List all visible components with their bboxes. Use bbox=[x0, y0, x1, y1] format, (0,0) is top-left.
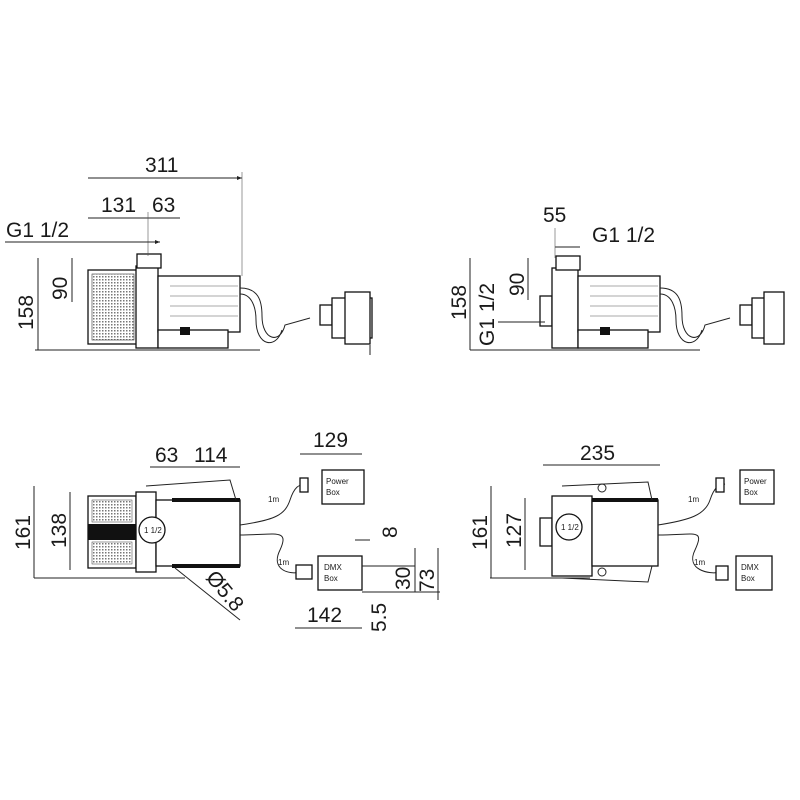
port-label: 1 1/2 bbox=[561, 523, 579, 532]
dim-158: 158 bbox=[15, 295, 38, 330]
cable-dmx bbox=[657, 533, 721, 574]
power-box: Power Box bbox=[299, 469, 365, 505]
dim-90: 90 bbox=[506, 273, 529, 296]
power-box-label: Box bbox=[326, 488, 340, 497]
side-view-right: 55 G1 1/2 158 G1 1/2 90 bbox=[448, 204, 785, 351]
cable-power bbox=[657, 483, 726, 526]
dim-30: 30 bbox=[392, 567, 415, 590]
cable-2-label: 1m bbox=[694, 558, 705, 567]
pump-body: 1 1/2 bbox=[34, 479, 241, 579]
pump-body bbox=[35, 253, 260, 351]
cable-1-label: 1m bbox=[268, 495, 279, 504]
connector-box bbox=[319, 291, 373, 355]
cable bbox=[659, 287, 731, 338]
dmx-box-label: Box bbox=[324, 574, 338, 583]
dim-127: 127 bbox=[503, 513, 526, 548]
dim-311: 311 bbox=[145, 154, 178, 177]
top-view-left: 1 1/2 1m 1m Power Box DMX Box 63 114 129… bbox=[12, 429, 440, 632]
cable bbox=[239, 287, 311, 338]
dim-158: 158 bbox=[448, 285, 471, 320]
dim-73: 73 bbox=[416, 569, 439, 592]
dim-hole: Ø5.8 bbox=[201, 566, 248, 616]
cable bbox=[239, 293, 283, 344]
dim-8: 8 bbox=[379, 526, 402, 538]
pump-body bbox=[470, 255, 700, 351]
dim-161: 161 bbox=[12, 515, 35, 550]
dim-142: 142 bbox=[307, 604, 342, 627]
dim-138: 138 bbox=[48, 513, 71, 548]
power-box-label: Power bbox=[326, 477, 349, 486]
dim-55: 55 bbox=[543, 204, 566, 227]
power-box-label: Power bbox=[744, 477, 767, 486]
dim-90: 90 bbox=[49, 277, 72, 300]
power-box-label: Box bbox=[744, 488, 758, 497]
cable-dmx bbox=[239, 533, 301, 574]
dmx-box-label: DMX bbox=[324, 563, 342, 572]
dim-5-5: 5.5 bbox=[368, 603, 391, 632]
dim-thread-side: G1 1/2 bbox=[476, 283, 499, 346]
dim-114: 114 bbox=[194, 444, 228, 467]
top-view-right: 1 1/2 1m 1m Power Box DMX Box 235 161 12… bbox=[469, 442, 775, 591]
dim-235: 235 bbox=[580, 442, 615, 465]
cable-2-label: 1m bbox=[278, 558, 289, 567]
cable bbox=[659, 293, 703, 344]
dmx-box: DMX Box bbox=[715, 555, 773, 591]
dmx-box-label: Box bbox=[741, 574, 755, 583]
port-label: 1 1/2 bbox=[144, 526, 162, 535]
connector-box bbox=[739, 291, 785, 345]
pump-body: 1 1/2 bbox=[490, 481, 659, 583]
dim-63: 63 bbox=[155, 444, 178, 467]
dim-thread: G1 1/2 bbox=[6, 219, 69, 242]
dim-thread-top: G1 1/2 bbox=[592, 224, 655, 247]
dim-161: 161 bbox=[469, 515, 492, 550]
dmx-box: DMX Box bbox=[295, 555, 363, 591]
dim-129: 129 bbox=[313, 429, 348, 452]
cable-1-label: 1m bbox=[688, 495, 699, 504]
dim-63: 63 bbox=[152, 194, 175, 217]
dmx-box-label: DMX bbox=[741, 563, 759, 572]
power-box: Power Box bbox=[715, 469, 775, 505]
side-view-left: 311 131 63 G1 1/2 158 90 bbox=[5, 154, 373, 355]
cable-power bbox=[239, 483, 306, 526]
dim-131: 131 bbox=[101, 194, 136, 217]
